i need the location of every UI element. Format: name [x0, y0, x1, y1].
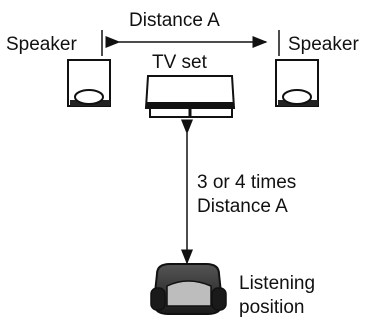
distance-a-label: Distance A [129, 10, 220, 31]
listening-position-label: Listening position [239, 272, 315, 320]
listening-position-line-2: position [239, 297, 305, 318]
listening-position-line-1: Listening [239, 273, 316, 294]
viewing-distance-line-1: 3 or 4 times [197, 172, 297, 193]
listening-seat-icon [150, 263, 227, 315]
viewing-distance-label: 3 or 4 times Distance A [197, 171, 296, 219]
tv-set-icon [144, 75, 236, 118]
left-speaker-label: Speaker [6, 34, 77, 55]
right-speaker-icon [275, 59, 319, 107]
right-speaker-label: Speaker [288, 34, 359, 55]
left-speaker-icon [67, 59, 111, 107]
viewing-distance-line-2: Distance A [197, 196, 288, 217]
tv-set-label: TV set [152, 52, 207, 73]
